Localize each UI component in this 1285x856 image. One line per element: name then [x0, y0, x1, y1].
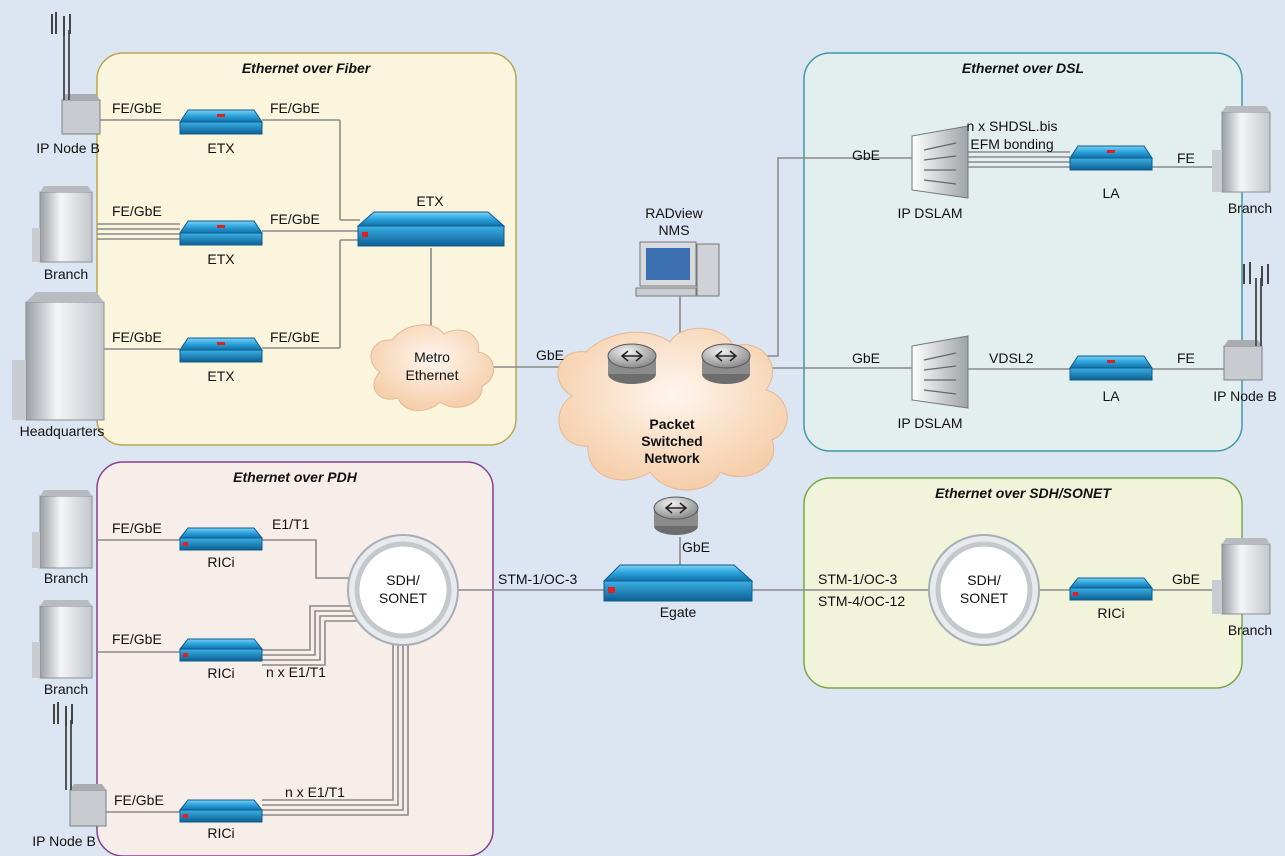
branch-label: Branch: [44, 266, 88, 282]
link-label: FE/GbE: [112, 520, 162, 536]
panel-title-dsl: Ethernet over DSL: [962, 60, 1084, 76]
branch-building-icon: [1212, 106, 1271, 193]
rici-device-icon: [178, 799, 264, 823]
cell-tower-icon: [53, 702, 107, 827]
sdh-sonet-ring-icon: [347, 534, 459, 646]
ip-dslam-icon: [911, 335, 969, 409]
headquarters-label: Headquarters: [20, 423, 105, 439]
etx-aggregation-device-icon: [356, 211, 506, 247]
la-device-icon: [1069, 145, 1153, 171]
branch-label: Branch: [1228, 622, 1272, 638]
rici-label: RICi: [207, 665, 234, 681]
metro-label-line2: Ethernet: [406, 367, 459, 383]
link-label: STM-1/OC-3: [498, 571, 578, 587]
etx-device-icon: [179, 220, 263, 246]
ip-dslam-icon: [911, 125, 969, 199]
metro-ethernet-cloud: Metro Ethernet: [370, 324, 494, 411]
panel-title-sdh: Ethernet over SDH/SONET: [935, 485, 1112, 501]
link-label: n x E1/T1: [285, 784, 345, 800]
packet-switched-network-cloud: Packet Switched Network: [557, 327, 788, 491]
etx-label: ETX: [207, 251, 235, 267]
egate-label: Egate: [660, 604, 697, 620]
psn-label-line2: Switched: [641, 433, 702, 449]
sdh-label-line1: SDH/: [967, 572, 1001, 588]
ip-node-b-label: IP Node B: [32, 833, 96, 849]
link-label: GbE: [1172, 571, 1200, 587]
router-icon: [653, 496, 699, 535]
sdh-sonet-ring-icon: [928, 534, 1040, 646]
link-label: FE/GbE: [112, 329, 162, 345]
link-label: FE/GbE: [270, 100, 320, 116]
branch-building-icon: [32, 490, 93, 569]
ip-node-b-label: IP Node B: [1213, 388, 1277, 404]
link-label: FE/GbE: [112, 203, 162, 219]
panel-ethernet-over-dsl: Ethernet over DSL: [803, 52, 1243, 452]
sdh-label-line2: SONET: [960, 590, 1009, 606]
connection-lines: [97, 119, 1225, 816]
branch-label: Branch: [44, 570, 88, 586]
headquarters-building-icon: [12, 292, 105, 421]
cell-tower-icon: [51, 12, 101, 135]
link-label: FE/GbE: [112, 631, 162, 647]
psn-label-line1: Packet: [649, 416, 694, 432]
link-label: FE/GbE: [270, 211, 320, 227]
rici-label: RICi: [1097, 605, 1124, 621]
link-label: E1/T1: [272, 516, 310, 532]
link-label: FE/GbE: [270, 329, 320, 345]
la-label: LA: [1102, 388, 1120, 404]
link-label: GbE: [682, 539, 710, 555]
etx-aggregation-label: ETX: [416, 193, 444, 209]
router-icon: [607, 343, 657, 384]
link-label: GbE: [852, 350, 880, 366]
link-label: n x SHDSL.bis: [966, 118, 1057, 134]
link-label: FE: [1177, 350, 1195, 366]
etx-device-icon: [179, 337, 263, 363]
panel-title-pdh: Ethernet over PDH: [233, 469, 358, 485]
link-label: VDSL2: [989, 350, 1034, 366]
link-label: STM-4/OC-12: [818, 593, 905, 609]
link-label: n x E1/T1: [266, 664, 326, 680]
link-label: GbE: [852, 147, 880, 163]
metro-label-line1: Metro: [414, 349, 450, 365]
link-label: EFM bonding: [970, 136, 1053, 152]
nms-label-line1: RADview: [645, 205, 703, 221]
rici-device-icon: [178, 638, 264, 662]
link-label: FE/GbE: [114, 792, 164, 808]
etx-device-icon: [179, 109, 263, 135]
rici-label: RICi: [207, 825, 234, 841]
link-label: STM-1/OC-3: [818, 571, 898, 587]
cell-tower-icon: [1223, 262, 1269, 381]
sdh-label-line2: SONET: [379, 590, 428, 606]
router-icon: [701, 343, 751, 384]
link-label: GbE: [536, 347, 564, 363]
branch-label: Branch: [44, 681, 88, 697]
ip-dslam-label: IP DSLAM: [897, 205, 962, 221]
panel-title-fiber: Ethernet over Fiber: [242, 60, 372, 76]
la-device-icon: [1069, 355, 1153, 381]
la-label: LA: [1102, 185, 1120, 201]
link-label: FE/GbE: [112, 100, 162, 116]
branch-building-icon: [1212, 538, 1271, 615]
psn-label-line3: Network: [644, 450, 699, 466]
sdh-label-line1: SDH/: [386, 572, 420, 588]
etx-label: ETX: [207, 140, 235, 156]
rici-device-icon: [178, 527, 264, 551]
branch-building-icon: [32, 186, 93, 263]
rici-label: RICi: [207, 554, 234, 570]
egate-device-icon: [602, 564, 754, 602]
branch-building-icon: [32, 600, 93, 679]
branch-label: Branch: [1228, 200, 1272, 216]
nms-computer-icon: [635, 241, 720, 297]
link-label: FE: [1177, 150, 1195, 166]
etx-label: ETX: [207, 368, 235, 384]
nms-label-line2: NMS: [658, 222, 689, 238]
rici-device-icon: [1068, 577, 1154, 601]
ip-dslam-label: IP DSLAM: [897, 415, 962, 431]
ip-node-b-label: IP Node B: [36, 140, 100, 156]
